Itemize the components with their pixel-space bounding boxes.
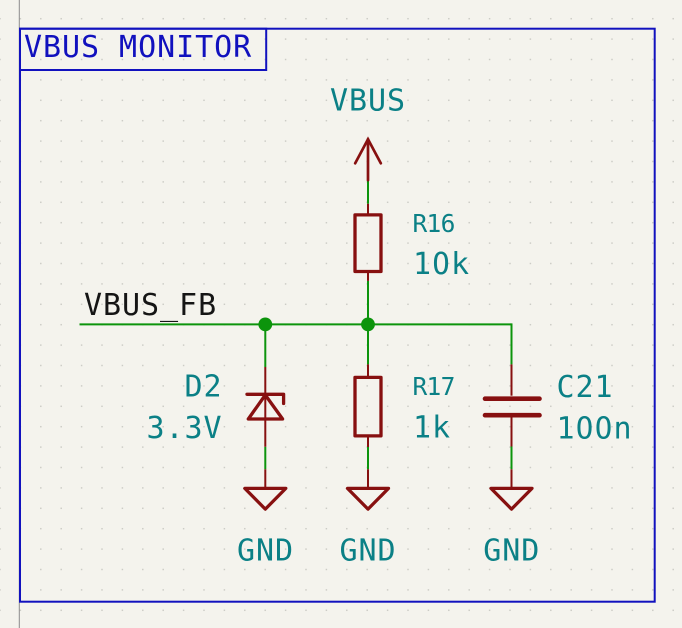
power-symbol-gnd-3[interactable]	[489, 469, 534, 511]
power-label-vbus[interactable]: VBUS	[330, 84, 406, 119]
power-symbol-gnd-2[interactable]	[345, 469, 391, 511]
ref-c21[interactable]: C21	[557, 370, 614, 405]
region-box[interactable]	[19, 27, 656, 603]
power-symbol-vbus[interactable]	[353, 136, 383, 182]
region-label[interactable]: VBUS MONITOR	[24, 30, 252, 65]
power-label-gnd-3[interactable]: GND	[483, 534, 540, 569]
symbol-d2-zener[interactable]	[245, 367, 286, 447]
junction-d2[interactable]	[258, 317, 273, 332]
wire-vbus-fb-net[interactable]	[79, 323, 513, 365]
symbol-r17[interactable]	[353, 364, 383, 447]
symbol-c21[interactable]	[482, 364, 542, 447]
ref-r17[interactable]: R17	[413, 372, 456, 401]
junction-r16-r17[interactable]	[361, 317, 375, 332]
ref-r16[interactable]: R16	[413, 209, 456, 238]
ref-d2[interactable]: D2	[184, 370, 222, 405]
value-r17[interactable]: 1k	[413, 411, 451, 446]
power-label-gnd-2[interactable]: GND	[339, 534, 396, 569]
value-d2[interactable]: 3.3V	[146, 411, 222, 446]
zero-glyph-covers	[438, 258, 606, 430]
value-c21[interactable]: 100n	[557, 411, 633, 446]
symbol-r16[interactable]	[353, 203, 383, 281]
power-symbol-gnd-1[interactable]	[243, 469, 288, 511]
net-label-vbus-fb[interactable]: VBUS_FB	[84, 288, 217, 323]
power-label-gnd-1[interactable]: GND	[237, 534, 294, 569]
